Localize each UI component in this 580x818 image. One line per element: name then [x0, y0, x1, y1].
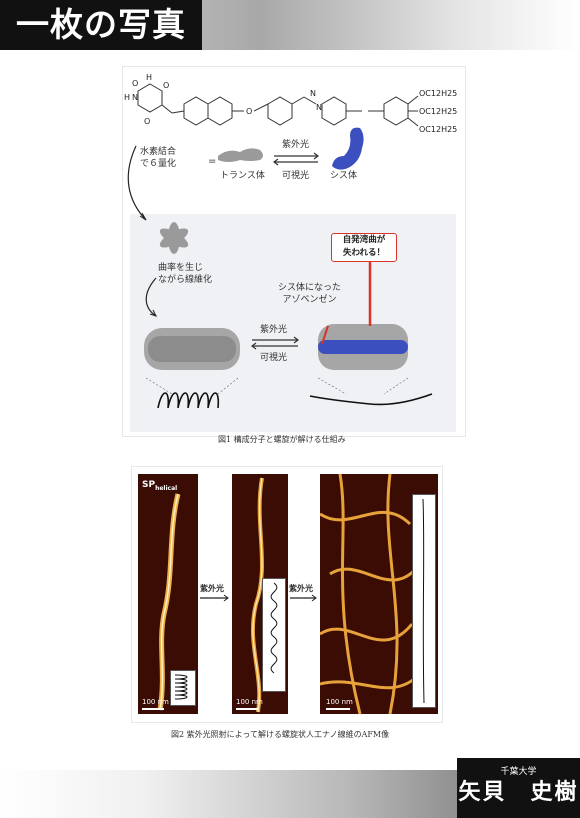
h-atom-top: H	[146, 73, 152, 82]
unwound-fiber-line	[309, 393, 433, 406]
cis-label: シス体	[330, 169, 357, 181]
o-atom-3: O	[144, 117, 150, 126]
page-title: 一枚の写真	[0, 0, 202, 50]
flow-arrow-1	[127, 145, 147, 221]
callout-box: 自発湾曲が 失われる！	[331, 233, 397, 262]
n-atom: N	[132, 93, 138, 102]
equilibrium-arrows-1	[273, 152, 319, 166]
uv-arrow-1	[200, 594, 229, 602]
author-name: 矢貝 史樹	[458, 780, 579, 805]
h-atom-left: H	[124, 93, 130, 102]
afm-panel-unwound: 100 nm	[320, 474, 438, 714]
azo-n-1: N	[310, 89, 316, 98]
helical-fiber-left	[144, 328, 240, 370]
scale-label-1: 100 nm	[142, 698, 169, 706]
figure-2-caption: 図2 紫外光照射によって解ける螺旋状人工ナノ線維のAFM像	[171, 730, 390, 739]
scale-bar-1	[142, 708, 164, 710]
cis-azobenzene-note: シス体になった アゾベンゼン	[278, 283, 342, 305]
step-hexamerization-label: 水素結合 で６量化	[140, 147, 177, 169]
straight-inset-icon	[412, 494, 436, 708]
scale-label-3: 100 nm	[326, 698, 353, 706]
uv-light-label-2: 紫外光	[260, 323, 287, 335]
equals-sign: =	[208, 156, 216, 167]
flow-arrow-2	[145, 277, 157, 317]
uv-arrow-1-label: 紫外光	[200, 584, 224, 593]
scale-label-2: 100 nm	[236, 698, 263, 706]
affiliation: 千葉大学	[500, 767, 537, 777]
visible-light-label-2: 可視光	[260, 351, 287, 363]
o-atom-2: O	[163, 81, 169, 90]
alkoxy-2: OC12H25	[419, 107, 457, 116]
sp-helical-label: SPhelical	[142, 480, 178, 492]
scale-bar-3	[326, 708, 350, 710]
step-fibrillation-label: 曲率を生じ ながら線維化	[158, 263, 213, 285]
hexamer-shape	[159, 222, 189, 254]
helix-inset-icon	[170, 670, 196, 706]
uv-light-label: 紫外光	[282, 138, 309, 150]
author-box: 千葉大学 矢貝 史樹	[457, 758, 580, 818]
alkoxy-1: OC12H25	[419, 89, 457, 98]
red-pointer-1	[321, 325, 329, 345]
trans-isomer-shape	[218, 148, 263, 162]
visible-light-label: 可視光	[282, 169, 309, 181]
afm-panel-helical: SPhelical 100 nm	[138, 474, 198, 714]
azo-n-2: N	[316, 103, 322, 112]
figure-1-caption: 図1 構成分子と螺旋が解ける仕組み	[218, 435, 346, 444]
straight-fiber-right	[318, 324, 408, 370]
figure-1-lower-panel	[130, 214, 456, 432]
o-atom-1: O	[132, 79, 138, 88]
uv-arrow-2	[290, 594, 317, 602]
scale-bar-2	[236, 708, 258, 710]
wavy-inset-icon	[262, 578, 286, 692]
figure-1-diagram: H H N O O O O N N OC12H25 OC12H25 OC12H2…	[124, 73, 457, 409]
equilibrium-arrows-2	[251, 336, 299, 350]
trans-label: トランス体	[220, 169, 265, 181]
o-atom-4: O	[246, 107, 252, 116]
afm-panel-intermediate: 100 nm	[232, 474, 288, 714]
uv-arrow-2-label: 紫外光	[289, 584, 313, 593]
molecule-structure	[137, 83, 419, 127]
helix-coil-icon	[157, 392, 220, 409]
alkoxy-3: OC12H25	[419, 125, 457, 134]
cis-isomer-shape	[332, 127, 364, 170]
